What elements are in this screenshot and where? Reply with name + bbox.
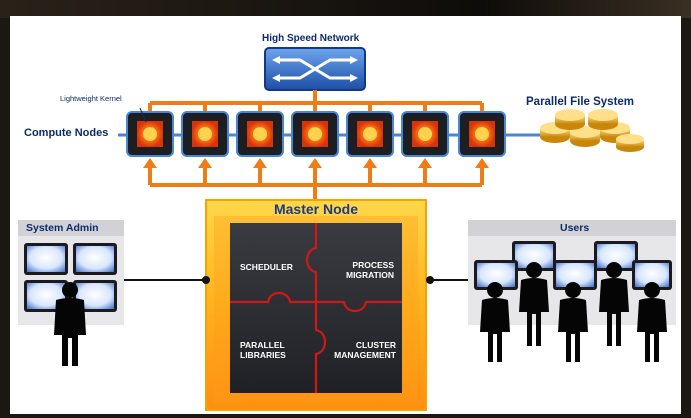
master-node-puzzle bbox=[230, 223, 402, 393]
process-migration-piece: PROCESS MIGRATION bbox=[338, 260, 394, 280]
user-person-icon bbox=[480, 282, 510, 362]
user-person-icon bbox=[558, 282, 588, 362]
disk-stack-icon bbox=[540, 109, 644, 152]
user-monitor-icon bbox=[594, 241, 638, 271]
network-bus-lines bbox=[148, 90, 484, 112]
admin-monitor-icon bbox=[73, 243, 117, 275]
side-connector-lines bbox=[120, 276, 470, 284]
parallel-libraries-piece: PARALLEL LIBRARIES bbox=[240, 340, 286, 360]
compute-node bbox=[458, 111, 506, 157]
user-monitor-icon bbox=[553, 260, 597, 290]
compute-node bbox=[346, 111, 394, 157]
compute-node-row bbox=[126, 111, 506, 157]
parallel-libraries-line2: LIBRARIES bbox=[240, 350, 286, 360]
master-node-label: Master Node bbox=[273, 201, 359, 217]
system-admin-label: System Admin bbox=[26, 222, 99, 234]
file-system-label: Parallel File System bbox=[526, 96, 635, 108]
network-switch-icon bbox=[264, 47, 366, 91]
compute-nodes-label: Compute Nodes bbox=[24, 127, 109, 139]
top-dark-band bbox=[0, 0, 691, 18]
compute-node bbox=[401, 111, 449, 157]
scheduler-label: SCHEDULER bbox=[240, 262, 293, 272]
network-label: High Speed Network bbox=[262, 33, 360, 44]
compute-node bbox=[181, 111, 229, 157]
users-label: Users bbox=[560, 222, 590, 234]
cluster-management-piece: CLUSTER MANAGEMENT bbox=[326, 340, 396, 360]
compute-node bbox=[126, 111, 174, 157]
process-migration-line1: PROCESS bbox=[352, 260, 394, 270]
parallel-libraries-line1: PARALLEL bbox=[240, 340, 285, 350]
scheduler-piece: SCHEDULER bbox=[240, 262, 293, 272]
cluster-management-line2: MANAGEMENT bbox=[334, 350, 396, 360]
compute-node bbox=[236, 111, 284, 157]
admin-person-icon bbox=[54, 282, 86, 366]
user-person-icon bbox=[637, 282, 667, 362]
admin-monitor-icon bbox=[24, 243, 68, 275]
system-admin-panel bbox=[18, 220, 124, 366]
users-panel bbox=[468, 220, 676, 362]
master-to-nodes-arrows bbox=[143, 158, 489, 200]
cluster-management-line1: CLUSTER bbox=[355, 340, 396, 350]
compute-node bbox=[291, 111, 339, 157]
lightweight-kernel-label: Lightweight Kernel bbox=[60, 94, 122, 103]
kernel-pointer-line bbox=[139, 107, 147, 123]
user-person-icon bbox=[519, 262, 549, 346]
user-person-icon bbox=[599, 262, 629, 346]
process-migration-line2: MIGRATION bbox=[345, 270, 394, 280]
